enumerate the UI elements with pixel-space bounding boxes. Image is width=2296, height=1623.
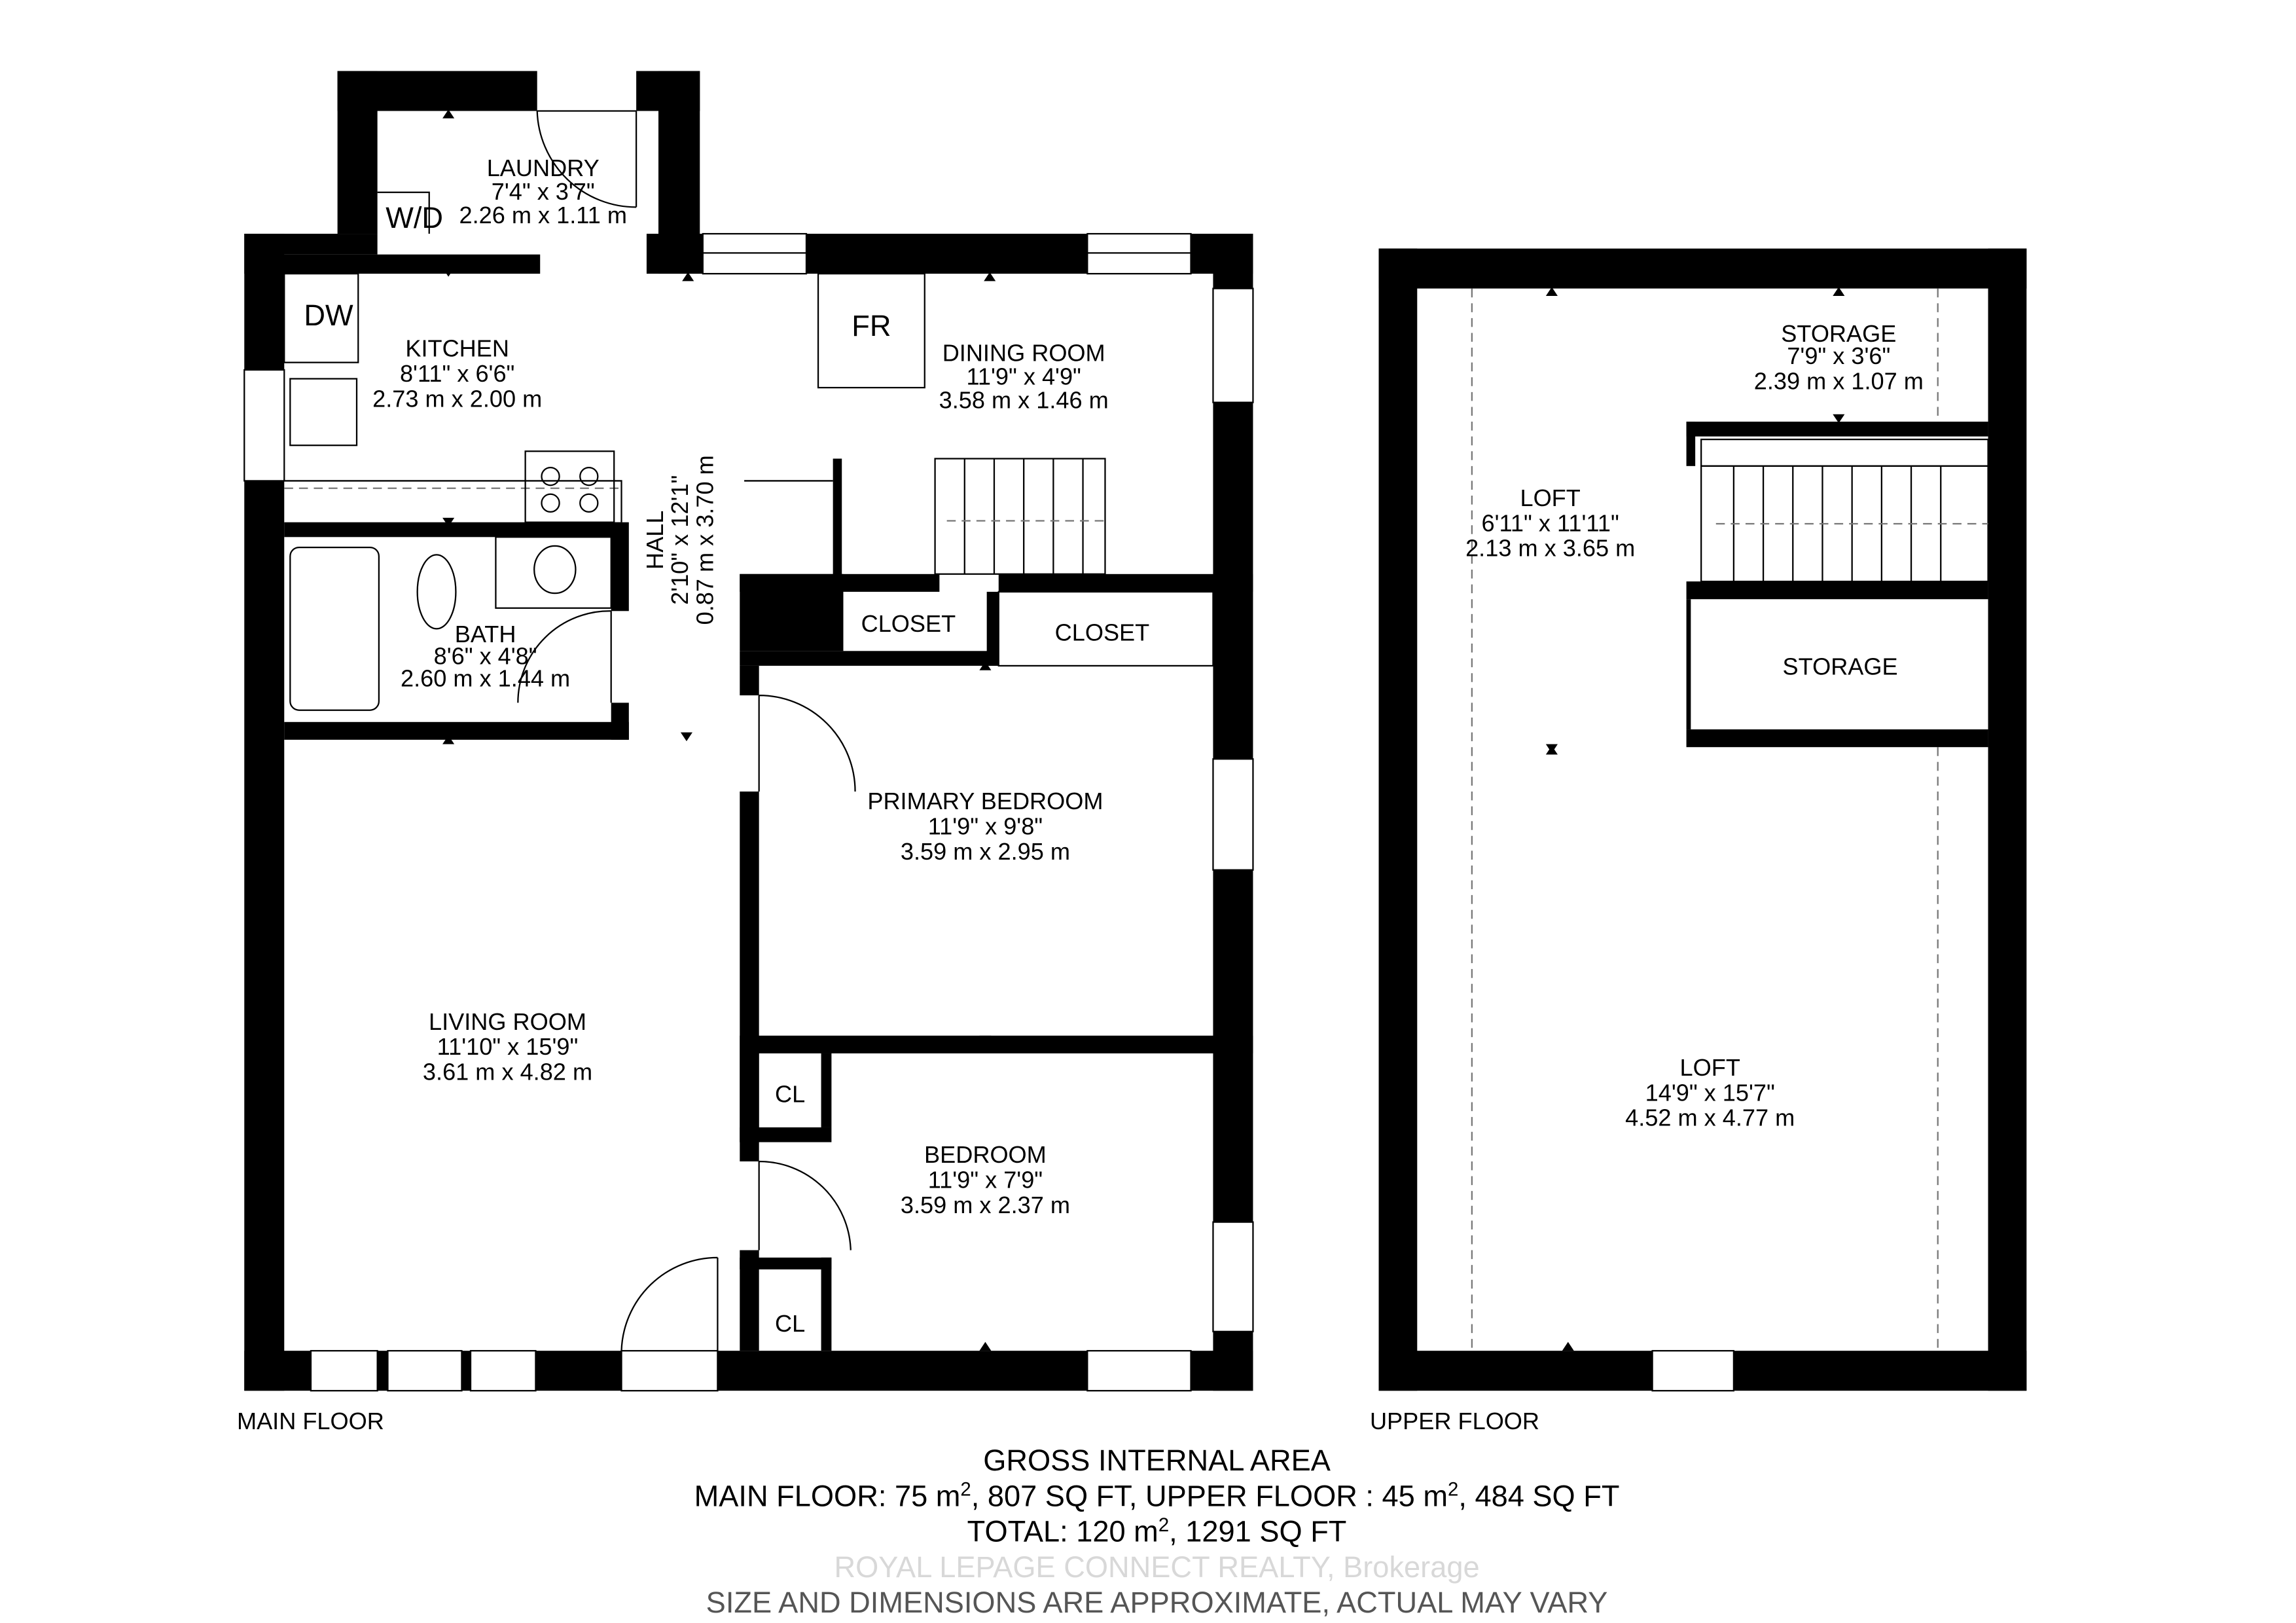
watermark: ROYAL LEPAGE CONNECT REALTY, Brokerage <box>834 1550 1479 1584</box>
total-area: TOTAL: 120 m2, 1291 SQ FT <box>967 1514 1347 1548</box>
closet-label: CLOSET <box>1055 619 1150 646</box>
upper-floor-plan <box>1378 248 2027 1392</box>
storage-label: STORAGE <box>1783 653 1898 680</box>
disclaimer: SIZE AND DIMENSIONS ARE APPROXIMATE, ACT… <box>706 1586 1608 1619</box>
area-summary: GROSS INTERNAL AREA MAIN FLOOR: 75 m2, 8… <box>694 1444 1620 1619</box>
dw-label: DW <box>304 299 353 332</box>
cl-label: CL <box>775 1081 805 1108</box>
floor-areas: MAIN FLOOR: 75 m2, 807 SQ FT, UPPER FLOO… <box>694 1479 1620 1513</box>
closet-label: CLOSET <box>861 610 956 637</box>
main-floor-title: MAIN FLOOR <box>237 1408 384 1434</box>
cl-label: CL <box>775 1310 805 1337</box>
summary-title: GROSS INTERNAL AREA <box>983 1444 1331 1477</box>
main-floor-plan <box>243 71 1254 1392</box>
hall-label: HALL2'10" x 12'1"0.87 m x 3.70 m <box>641 455 719 625</box>
wd-label: W/D <box>386 201 443 234</box>
fr-label: FR <box>852 309 891 342</box>
upper-floor-title: UPPER FLOOR <box>1370 1408 1539 1434</box>
